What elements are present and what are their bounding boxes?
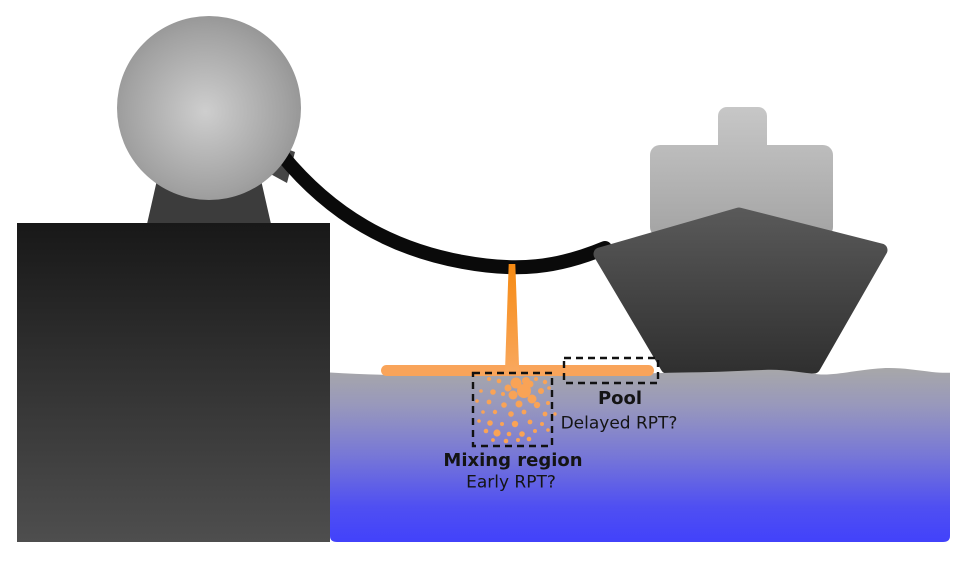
ship-bridge-block	[650, 145, 833, 237]
transfer-hose	[275, 148, 612, 275]
storage-tank-sphere	[117, 16, 301, 200]
ship-superstructure	[650, 107, 833, 237]
mixing-region-question: Early RPT?	[466, 472, 556, 493]
spill-jet	[505, 264, 520, 371]
mixing-dashed-box	[471, 371, 554, 448]
mixing-region-label: Mixing region	[443, 450, 583, 471]
pool-label: Pool	[597, 388, 643, 409]
quay	[17, 223, 330, 542]
water	[330, 368, 950, 542]
pool-question: Delayed RPT?	[560, 413, 678, 434]
mixing-droplets	[475, 377, 557, 444]
ship-hull	[593, 207, 888, 374]
